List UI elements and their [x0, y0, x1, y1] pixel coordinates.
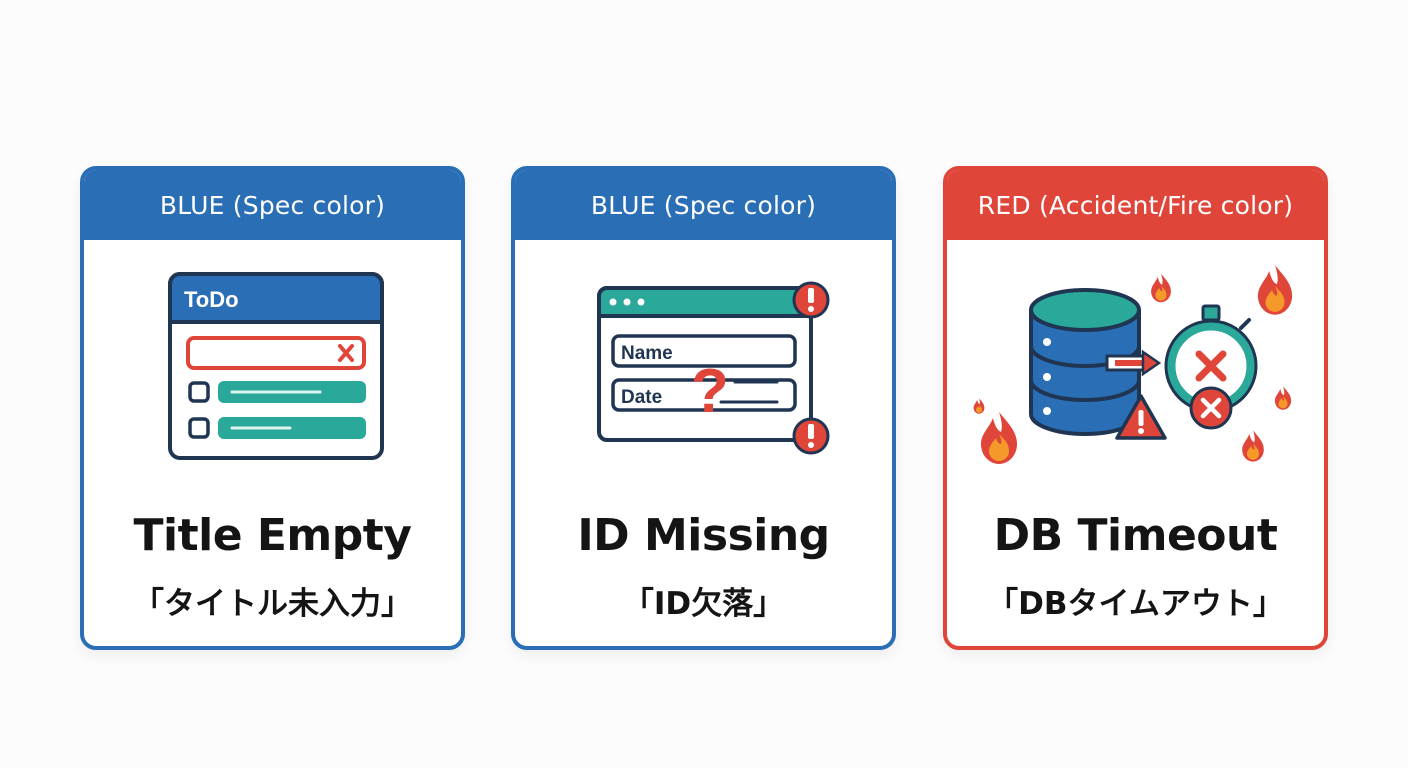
database-icon: [1029, 288, 1141, 436]
card-header: BLUE (Spec color): [84, 170, 461, 240]
card-subtitle: 「タイトル未入力」: [133, 586, 412, 622]
card-title: Title Empty: [133, 510, 413, 561]
fire-icon: [1242, 430, 1264, 462]
card-subtitle: 「DBタイムアウト」: [987, 586, 1284, 622]
card-header: BLUE (Spec color): [515, 170, 892, 240]
card-title-empty: BLUE (Spec color) ToDo Title Empty: [80, 166, 465, 650]
db-timeout-illustration: [973, 265, 1293, 464]
todo-window-title: ToDo: [184, 287, 239, 312]
fire-icon: [973, 398, 985, 414]
close-x-icon: [338, 344, 354, 362]
card-header: RED (Accident/Fire color): [947, 170, 1324, 240]
alert-circle-icon: [792, 281, 830, 319]
arrow-right-icon: [1105, 349, 1162, 377]
card-subtitle: 「ID欠落」: [622, 586, 785, 622]
alert-circle-icon: [792, 417, 830, 455]
card-title: ID Missing: [577, 510, 830, 561]
error-circle-icon: [1189, 386, 1233, 430]
checkbox-icon: [188, 417, 210, 439]
fire-icon: [1274, 386, 1292, 410]
fire-icon: [981, 412, 1017, 464]
form-field-name-label: Name: [621, 343, 673, 364]
fire-icon: [1257, 265, 1293, 315]
form-field-date-label: Date: [621, 387, 662, 408]
checkbox-icon: [188, 381, 210, 403]
fire-icon: [1151, 273, 1171, 303]
question-mark-icon: ?: [691, 357, 729, 426]
card-id-missing: BLUE (Spec color) Name Date ?: [511, 166, 896, 650]
warning-triangle-icon: [1115, 394, 1167, 440]
card-title: DB Timeout: [993, 510, 1278, 561]
form-illustration: Name Date ?: [597, 281, 830, 455]
todo-illustration: ToDo: [168, 272, 384, 460]
card-db-timeout: RED (Accident/Fire color): [943, 166, 1328, 650]
